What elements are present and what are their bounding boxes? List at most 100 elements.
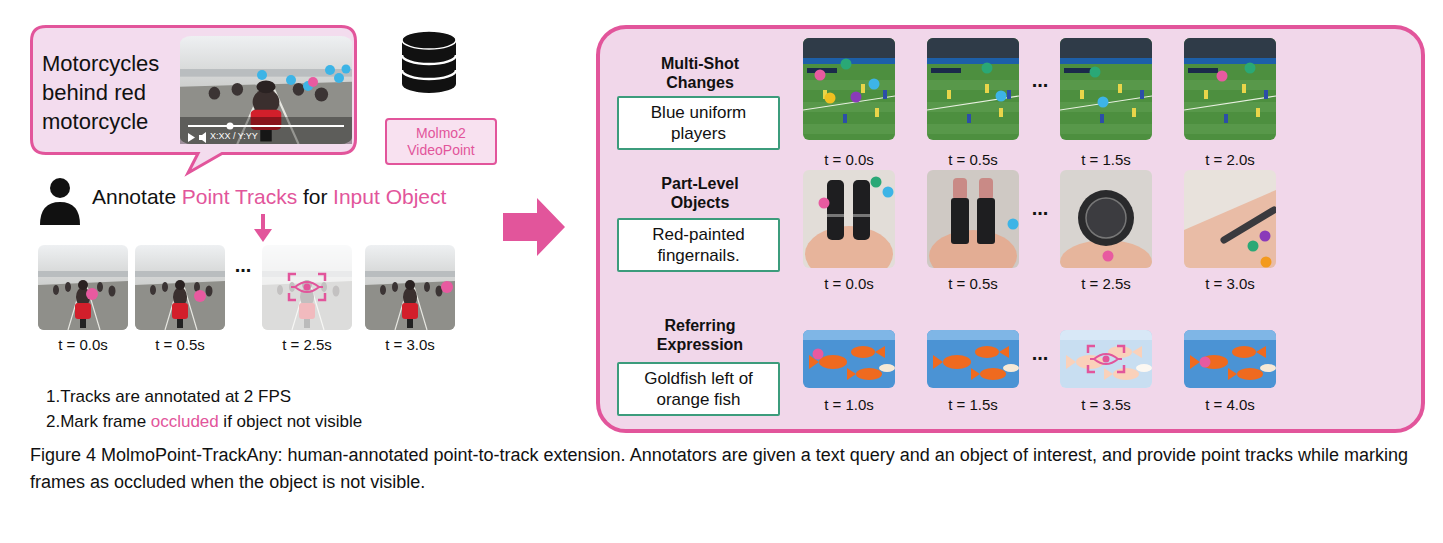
time-label: t = 3.0s (385, 336, 435, 354)
time-label: t = 2.5s (1081, 275, 1131, 293)
track-point (86, 281, 453, 302)
video-frame (927, 170, 1019, 282)
track-point (1217, 71, 1228, 82)
time-label: t = 0.5s (948, 151, 998, 169)
track-point (1200, 357, 1211, 368)
track-point (869, 79, 880, 90)
track-point (982, 63, 993, 74)
figure-caption: Figure 4 MolmoPoint-TrackAny: human-anno… (30, 442, 1425, 496)
ellipsis: ... (235, 253, 252, 277)
track-point (815, 70, 826, 81)
track-point (825, 93, 836, 104)
video-frame (803, 330, 895, 388)
track-point (1248, 241, 1259, 252)
time-label: t = 0.5s (948, 275, 998, 293)
time-label: t = 1.5s (1081, 151, 1131, 169)
video-frame (803, 38, 1276, 388)
node-text: Motorcycles behind red motorcycle (42, 49, 180, 136)
video-frame (289, 274, 325, 300)
video-frame (927, 38, 1019, 140)
node-text: Molmo2 VideoPoint (395, 125, 487, 159)
instruction-text: for (303, 184, 328, 209)
query-box: Red-painted fingernails. (617, 218, 780, 272)
track-point (86, 288, 98, 300)
time-label: t = 3.5s (1081, 396, 1131, 414)
row-heading: Part-Level Objects (630, 174, 770, 212)
example-panel: Multi-Shot ChangesPart-Level ObjectsRefe… (596, 25, 1425, 433)
video-frame (1184, 38, 1276, 140)
video-frame (1060, 330, 1152, 388)
big-arrow (503, 198, 565, 256)
instruction-text: occluded (151, 412, 219, 432)
video-frame (1088, 346, 1124, 372)
track-point (851, 92, 862, 103)
node-text: Red-painted fingernails. (629, 224, 769, 266)
person-icon (50, 178, 70, 198)
video-thumbnail (180, 36, 352, 144)
instruction-text: Annotate (92, 184, 176, 209)
database-icon (402, 31, 456, 49)
video-frame (38, 245, 455, 330)
time-label: t = 2.5s (282, 336, 332, 354)
instruction-text: 2.Mark frame (46, 412, 146, 432)
database-icon (402, 31, 456, 93)
track-point (1008, 219, 1019, 230)
video-frame (365, 245, 455, 330)
video-frame (38, 245, 128, 330)
video-frame (1184, 170, 1276, 268)
video-frame (262, 245, 352, 330)
database-icon (402, 55, 456, 79)
track-point (441, 281, 453, 293)
time-label: t = 2.0s (1205, 151, 1255, 169)
video-frame (262, 245, 352, 330)
video-thumbnail (199, 132, 206, 143)
time-label: t = 3.0s (1205, 275, 1255, 293)
instruction-text: 1.Tracks are annotated at 2 FPS (46, 387, 291, 407)
track-point (334, 73, 344, 83)
track-point (194, 290, 206, 302)
track-point (1098, 97, 1109, 108)
ellipsis: ... (1032, 68, 1049, 92)
time-label: t = 0.0s (824, 151, 874, 169)
person-icon (40, 178, 80, 225)
track-point (1090, 67, 1101, 78)
ellipsis: ... (1032, 341, 1049, 365)
video-frame (927, 330, 1019, 388)
video-thumbnail (180, 117, 352, 144)
time-label: t = 1.5s (948, 396, 998, 414)
video-frame (803, 170, 895, 282)
track-point (813, 349, 824, 360)
query-box: Goldfish left of orange fish (617, 362, 780, 416)
track-point (1261, 257, 1272, 268)
track-point (342, 65, 351, 74)
instruction-text: if object not visible (223, 412, 362, 432)
source-box: Molmo2 VideoPoint (385, 118, 497, 165)
video-thumbnail (188, 125, 344, 127)
down-arrow (254, 229, 272, 242)
text-line: 2.Mark frameoccludedif object not visibl… (46, 412, 362, 432)
track-point (1245, 63, 1256, 74)
track-point (257, 70, 267, 80)
speech-bubble: Motorcycles behind red motorcycle (30, 25, 357, 155)
track-point (286, 75, 296, 85)
track-point (325, 65, 335, 75)
time-label: t = 0.0s (58, 336, 108, 354)
track-point (841, 59, 852, 70)
track-point (257, 65, 351, 92)
row-heading: Referring Expression (630, 316, 770, 354)
track-point (308, 77, 318, 87)
video-frame (1060, 38, 1152, 140)
time-label: t = 0.0s (824, 275, 874, 293)
video-frame (1060, 170, 1152, 284)
time-label: t = 4.0s (1205, 396, 1255, 414)
time-label: t = 0.5s (155, 336, 205, 354)
instruction-text: Point Tracks (182, 184, 298, 209)
big-arrow (503, 198, 565, 256)
video-frame (803, 38, 895, 140)
speech-bubble-art (32, 27, 356, 174)
track-point (1103, 251, 1114, 262)
time-label: t = 1.0s (824, 396, 874, 414)
instruction-text: Input Object (333, 184, 446, 209)
video-frame (1184, 330, 1276, 388)
video-thumbnail (180, 36, 352, 144)
